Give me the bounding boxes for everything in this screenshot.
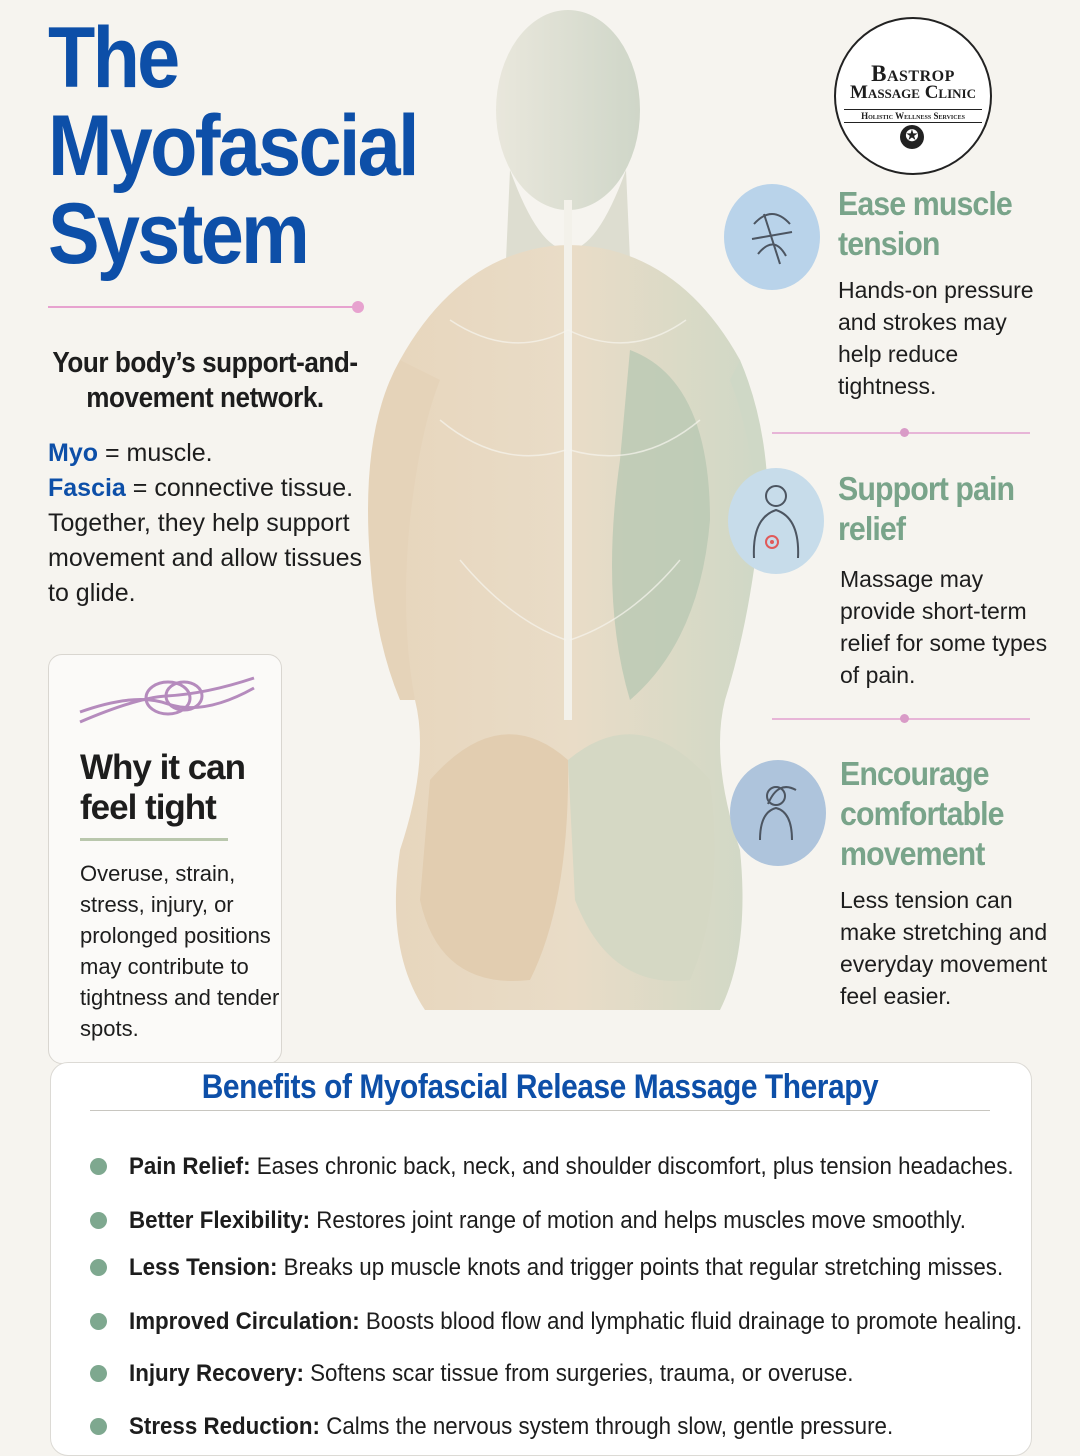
bullet-dot-icon [90, 1212, 107, 1230]
bullet-dot-icon [90, 1259, 107, 1277]
benefit-divider-2 [772, 714, 1030, 723]
benefit-label: Pain Relief: [129, 1153, 251, 1180]
benefit-label: Injury Recovery: [129, 1360, 304, 1387]
subtitle: Your body’s support-and- movement networ… [48, 346, 363, 416]
logo-line-2: Massage Clinic [850, 82, 976, 103]
benefit-text: Eases chronic back, neck, and shoulder d… [250, 1153, 1014, 1180]
myo-term: Myo [48, 439, 98, 467]
back-anatomy-figure [368, 10, 769, 1010]
list-item: Better Flexibility: Restores joint range… [90, 1206, 1030, 1236]
benefit-text-2: Massage may provide short-term relief fo… [840, 566, 1048, 688]
benefit-text: Breaks up muscle knots and trigger point… [277, 1254, 1004, 1281]
benefit-label: Less Tension: [129, 1254, 278, 1281]
list-item: Injury Recovery: Softens scar tissue fro… [90, 1359, 1030, 1389]
why-divider [80, 838, 228, 841]
benefit-divider-1 [772, 428, 1030, 437]
muscle-fibers-icon [724, 184, 820, 290]
list-item: Improved Circulation: Boosts blood flow … [90, 1307, 1030, 1337]
benefit-heading-1: Ease muscle tension [838, 185, 1013, 262]
stretching-person-icon [730, 760, 826, 866]
bullet-dot-icon [90, 1365, 107, 1383]
logo-line-3: Holistic Wellness Services [844, 109, 982, 123]
benefit-label: Stress Reduction: [129, 1413, 320, 1440]
benefit-text-3: Less tension can make stretching and eve… [840, 887, 1048, 1009]
benefit-text-1: Hands-on pressure and strokes may help r… [838, 277, 1034, 399]
why-title: Why it can feel tight [80, 748, 246, 827]
fascia-definition: = connective tissue. [125, 474, 354, 502]
benefit-heading-2: Support pain relief [838, 470, 1015, 547]
list-item: Stress Reduction: Calms the nervous syst… [90, 1412, 1030, 1442]
benefit-text: Softens scar tissue from surgeries, trau… [303, 1360, 854, 1387]
texas-star-icon: ✪ [900, 125, 924, 149]
title-line-2: Myofascial [48, 98, 419, 194]
logo-line-1: Bastrop [871, 61, 955, 86]
benefit-label: Improved Circulation: [129, 1308, 360, 1335]
myo-definition: = muscle. [98, 439, 213, 467]
list-item: Less Tension: Breaks up muscle knots and… [90, 1253, 1030, 1283]
page-title: The Myofascial System [48, 14, 444, 278]
title-line-3: System [48, 186, 310, 282]
title-line-1: The [48, 10, 180, 106]
benefit-text: Calms the nervous system through slow, g… [319, 1413, 894, 1440]
fascia-term: Fascia [48, 474, 126, 502]
title-divider [48, 301, 364, 313]
bullet-dot-icon [90, 1158, 107, 1176]
benefit-text: Boosts blood flow and lymphatic fluid dr… [359, 1308, 1023, 1335]
clinic-logo: Bastrop Massage Clinic Holistic Wellness… [834, 17, 992, 175]
subtitle-line-1: Your body’s support-and- [52, 347, 358, 379]
bullet-dot-icon [90, 1313, 107, 1331]
benefits-card-title: Benefits of Myofascial Release Massage T… [201, 1068, 879, 1106]
benefit-text: Restores joint range of motion and helps… [310, 1207, 966, 1234]
benefits-card [50, 1062, 1032, 1456]
benefit-label: Better Flexibility: [129, 1207, 311, 1234]
knot-icon [79, 676, 255, 724]
list-item: Pain Relief: Eases chronic back, neck, a… [90, 1152, 1030, 1182]
why-text: Overuse, strain, stress, injury, or prol… [80, 861, 280, 1041]
benefit-heading-3: Encourage comfortable movement [840, 755, 1005, 872]
body-pain-icon [728, 468, 824, 574]
subtitle-line-2: movement network. [86, 382, 324, 414]
bullet-dot-icon [90, 1418, 107, 1436]
benefits-card-divider [90, 1110, 990, 1111]
intro-rest: Together, they help support movement and… [48, 509, 363, 607]
intro-text: Myo = muscle. Fascia = connective tissue… [48, 436, 368, 611]
